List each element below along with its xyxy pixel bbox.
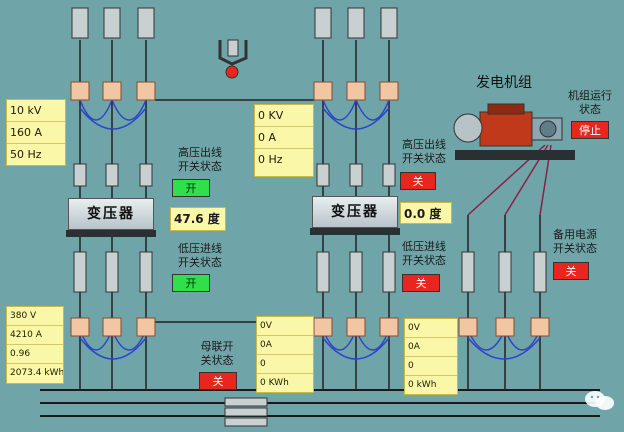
current-transformer-icon	[346, 317, 366, 337]
breaker-icon	[139, 251, 153, 293]
bus-tie-label-text: 母联开 关状态	[200, 340, 234, 367]
left-hv-switch-label-text: 高压出线 开关状态	[178, 146, 222, 173]
breaker-icon	[349, 163, 363, 187]
left-hv-voltage: 10 kV	[7, 100, 65, 122]
bus-tie-stack	[224, 397, 268, 427]
disconnector-icon	[218, 39, 248, 79]
generator-lv-panel: 0V 0A 0 0 kWh	[404, 318, 458, 395]
middle-lv-voltage: 0V	[257, 317, 313, 336]
left-hv-current: 160 A	[7, 122, 65, 144]
standby-switch-label-text: 备用电源 开关状态	[553, 228, 597, 255]
middle-lv-panel: 0V 0A 0 0 KWh	[256, 316, 314, 393]
breaker-icon	[498, 251, 512, 293]
current-transformer-icon	[495, 317, 515, 337]
middle-transformer: 变压器	[310, 196, 400, 235]
left-lv-energy: 2073.4 kWh	[10, 368, 63, 378]
left-hv-frequency: 50 Hz	[10, 148, 42, 161]
middle-lv-energy: 0 KWh	[260, 378, 289, 388]
breaker-icon	[73, 251, 87, 293]
current-transformer-icon	[313, 317, 333, 337]
current-transformer-icon	[102, 81, 122, 101]
current-transformer-icon	[136, 81, 156, 101]
middle-frequency-readout: 0.0 度	[400, 202, 452, 224]
middle-hv-panel: 0 KV 0 A 0 Hz	[254, 104, 314, 177]
current-transformer-icon	[379, 317, 399, 337]
left-frequency-readout: 47.6 度	[170, 207, 226, 231]
middle-hv-frequency: 0 Hz	[258, 153, 283, 166]
current-transformer-icon	[313, 81, 333, 101]
middle-lv-switch-label-text: 低压进线 开关状态	[402, 240, 446, 267]
middle-lv-power-factor: 0	[257, 355, 313, 374]
generator-lv-current: 0A	[405, 338, 457, 357]
middle-hv-switch-label: 高压出线 开关状态	[394, 138, 454, 166]
left-lv-switch-status[interactable]: 开	[172, 274, 210, 292]
generator-icon	[453, 103, 575, 160]
breaker-icon	[316, 251, 330, 293]
left-transformer: 变压器	[66, 198, 156, 237]
generator-run-label-text: 机组运行 状态	[568, 89, 612, 116]
generator-lv-power-factor: 0	[405, 357, 457, 376]
left-lv-voltage: 380 V	[7, 307, 63, 326]
generator-lv-energy: 0 kWh	[408, 380, 437, 390]
standby-switch-label: 备用电源 开关状态	[545, 228, 605, 256]
breaker-icon	[139, 163, 153, 187]
middle-hv-switch-label-text: 高压出线 开关状态	[402, 138, 446, 165]
current-transformer-icon	[379, 81, 399, 101]
breaker-icon	[533, 251, 547, 293]
standby-switch-status[interactable]: 关	[553, 262, 589, 280]
left-lv-panel: 380 V 4210 A 0.96 2073.4 kWh	[6, 306, 64, 384]
left-hv-switch-label: 高压出线 开关状态	[170, 146, 230, 174]
breaker-icon	[105, 163, 119, 187]
breaker-icon	[73, 163, 87, 187]
bus-tie-label: 母联开 关状态	[192, 340, 242, 368]
middle-lv-current: 0A	[257, 336, 313, 355]
breaker-icon	[349, 251, 363, 293]
breaker-icon	[382, 251, 396, 293]
breaker-icon	[316, 163, 330, 187]
left-lv-switch-label-text: 低压进线 开关状态	[178, 242, 222, 269]
bus-tie-switch-status[interactable]: 关	[199, 372, 237, 390]
breaker-icon	[105, 251, 119, 293]
current-transformer-icon	[346, 81, 366, 101]
breaker-icon	[382, 163, 396, 187]
current-transformer-icon	[530, 317, 550, 337]
current-transformer-icon	[102, 317, 122, 337]
left-hv-switch-status[interactable]: 开	[172, 179, 210, 197]
left-lv-switch-label: 低压进线 开关状态	[170, 242, 230, 270]
generator-title: 发电机组	[476, 75, 532, 91]
middle-lv-switch-status[interactable]: 关	[402, 274, 440, 292]
wechat-logo-icon	[583, 388, 617, 412]
left-lv-power-factor: 0.96	[7, 345, 63, 364]
middle-hv-current: 0 A	[255, 127, 313, 149]
current-transformer-icon	[136, 317, 156, 337]
switch-symbols	[70, 81, 550, 337]
middle-hv-voltage: 0 KV	[255, 105, 313, 127]
generator-run-label: 机组运行 状态	[565, 89, 615, 117]
left-hv-panel: 10 kV 160 A 50 Hz	[6, 99, 66, 166]
generator-lv-voltage: 0V	[405, 319, 457, 338]
generator-run-status[interactable]: 停止	[571, 121, 609, 139]
current-transformer-icon	[458, 317, 478, 337]
breaker-icon	[461, 251, 475, 293]
current-transformer-icon	[70, 317, 90, 337]
middle-lv-switch-label: 低压进线 开关状态	[394, 240, 454, 268]
current-transformer-icon	[70, 81, 90, 101]
left-lv-current: 4210 A	[7, 326, 63, 345]
top-insulators	[71, 7, 398, 39]
middle-hv-switch-status[interactable]: 关	[400, 172, 436, 190]
